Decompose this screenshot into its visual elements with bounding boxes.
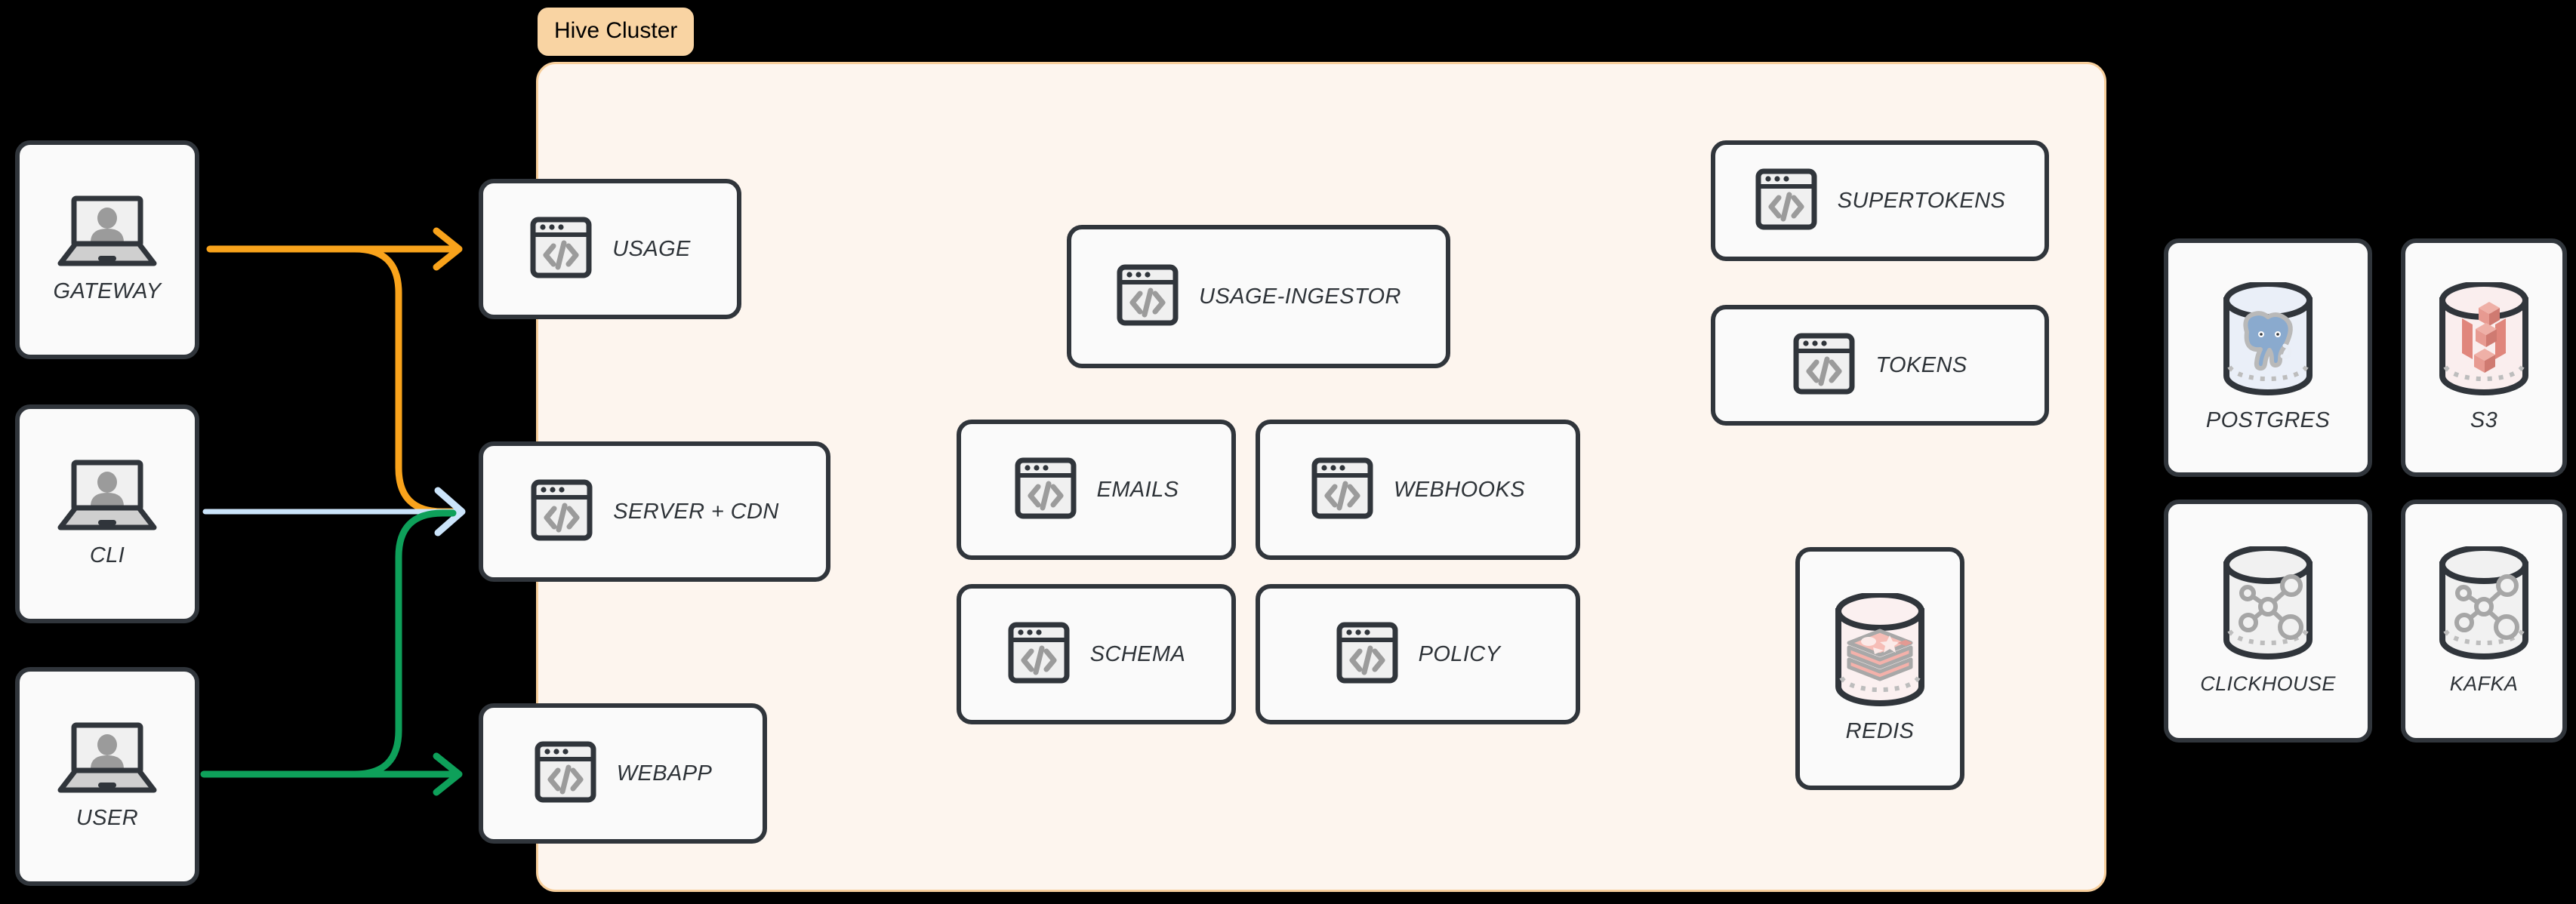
client-card-cli[interactable]: CLI [15,404,199,623]
client-label: USER [75,806,139,830]
service-label: USAGE-INGESTOR [1199,284,1401,309]
service-label: TOKENS [1875,352,1967,377]
code-window-icon [1792,332,1856,399]
store-card-postgres[interactable]: POSTGRES [2164,238,2372,477]
service-label: SERVER + CDN [613,499,779,524]
code-window-icon [1336,621,1399,688]
code-window-icon [530,478,593,546]
network-cylinder-icon [2214,545,2322,665]
code-window-icon [1311,457,1374,524]
code-window-icon [534,740,597,807]
code-window-icon [1007,621,1071,688]
postgres-cylinder-icon [2214,281,2322,401]
service-label: WEBHOOKS [1394,477,1525,502]
network-cylinder-icon [2430,545,2537,665]
store-label: KAFKA [2449,672,2519,695]
service-label: USAGE [612,236,691,261]
service-card-webhooks[interactable]: WEBHOOKS [1256,420,1580,560]
code-window-icon [1014,457,1077,524]
store-card-clickhouse[interactable]: CLICKHOUSE [2164,500,2372,743]
service-label: EMAILS [1096,477,1179,502]
code-window-icon [529,216,593,283]
store-card-kafka[interactable]: KAFKA [2401,500,2567,743]
service-label: SCHEMA [1089,641,1186,666]
store-label: CLICKHOUSE [2200,672,2336,695]
arrowhead-webapp [433,752,463,796]
service-card-schema[interactable]: SCHEMA [957,584,1236,724]
service-label: SUPERTOKENS [1837,188,2006,213]
service-card-policy[interactable]: POLICY [1256,584,1580,724]
arrowhead-usage [433,227,463,271]
service-card-server-cdn[interactable]: SERVER + CDN [479,441,830,582]
client-label: GATEWAY [53,279,162,303]
store-label: S3 [2470,408,2498,432]
service-card-usage-ingestor[interactable]: USAGE-INGESTOR [1067,225,1450,368]
s3-cylinder-icon [2430,281,2537,401]
code-window-icon [1116,263,1179,331]
service-card-emails[interactable]: EMAILS [957,420,1236,560]
service-card-webapp[interactable]: WEBAPP [479,703,767,844]
laptop-user-icon [57,722,157,798]
store-card-s3[interactable]: S3 [2401,238,2567,477]
client-card-gateway[interactable]: GATEWAY [15,140,199,359]
service-label: POLICY [1418,641,1501,666]
hive-cluster-label: Hive Cluster [538,8,695,56]
arrowhead-server [434,487,466,537]
store-label: POSTGRES [2205,408,2331,432]
service-card-tokens[interactable]: TOKENS [1711,305,2049,426]
service-card-supertokens[interactable]: SUPERTOKENS [1711,140,2049,261]
code-window-icon [1755,168,1818,235]
service-card-usage[interactable]: USAGE [479,179,741,319]
redis-cylinder-icon [1826,592,1934,712]
client-label: CLI [89,543,125,567]
wire-user-server [351,509,457,778]
laptop-user-icon [57,460,157,536]
store-label: REDIS [1845,719,1915,743]
service-label: WEBAPP [616,761,713,786]
wire-gateway-server [351,245,457,515]
store-card-redis[interactable]: REDIS [1795,547,1964,790]
client-card-user[interactable]: USER [15,667,199,886]
laptop-user-icon [57,195,157,272]
